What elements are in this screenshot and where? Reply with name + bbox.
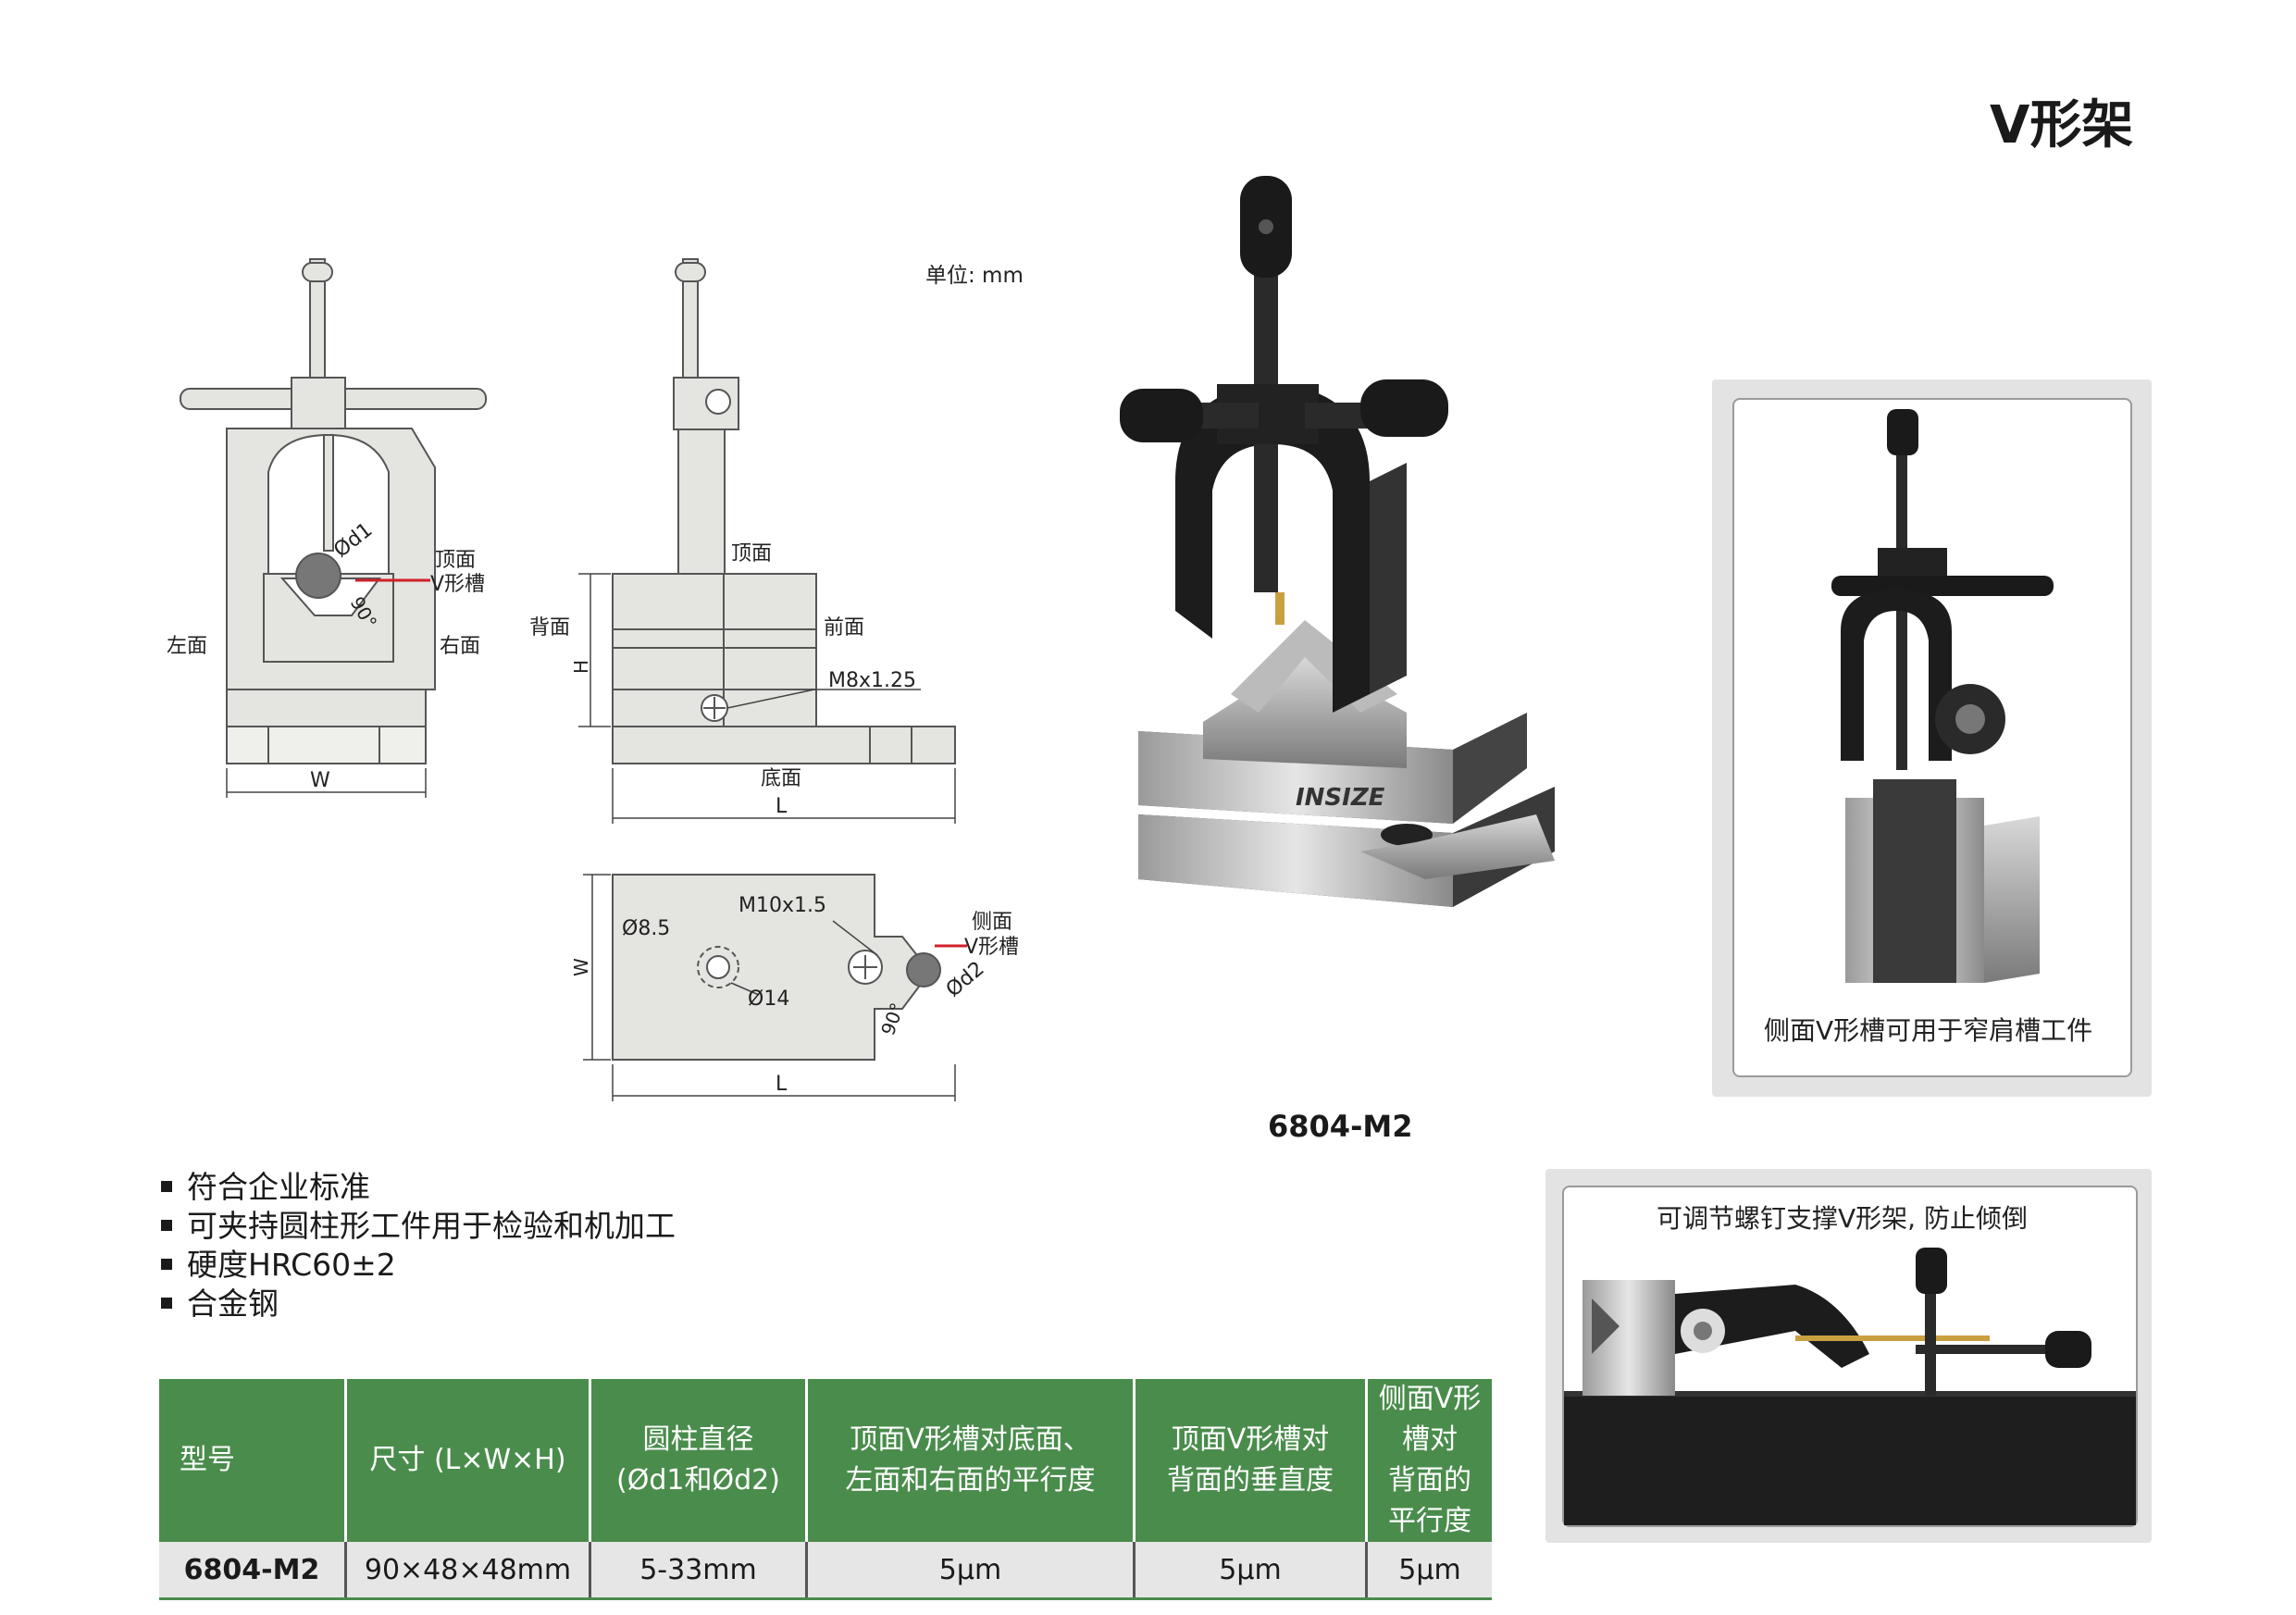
back-face-label: 背面 [529, 616, 570, 640]
header-model: 型号 [159, 1379, 346, 1542]
insize-logo: INSIZE [1296, 784, 1385, 812]
hole-dia-label: Ø8.5 [622, 917, 670, 940]
right-face-label: 右面 [440, 635, 480, 658]
feature-item: 合金钢 [157, 1285, 676, 1323]
feature-item: 可夹持圆柱形工件用于检验和机加工 [157, 1207, 676, 1246]
side-groove-caption: 侧面V形槽可用于窄肩槽工件 [1764, 1015, 2093, 1046]
cell-diameter: 5-33mm [589, 1542, 807, 1600]
header-top-groove-parallelism: 顶面V形槽对底面、左面和右面的平行度 [805, 1379, 1135, 1542]
cell-side-parallelism: 5μm [1365, 1542, 1492, 1600]
support-screw-caption: 可调节螺钉支撑V形架, 防止倾倒 [1657, 1203, 2028, 1234]
bottom-l-label: L [776, 1073, 788, 1096]
feature-item: 符合企业标准 [157, 1168, 676, 1207]
spec-table: 型号 尺寸 (L×W×H) 圆柱直径(Ød1和Ød2) 顶面V形槽对底面、左面和… [159, 1379, 1492, 1600]
front-v-groove-label: V形槽 [430, 573, 485, 596]
header-perpendicularity: 顶面V形槽对背面的垂直度 [1133, 1379, 1367, 1542]
side-groove-photo [1831, 409, 2054, 983]
front-view-drawing [180, 258, 487, 764]
h-label: H [570, 660, 592, 674]
front-top-face-label: 顶面 [435, 549, 476, 572]
header-side-groove-parallelism: 侧面V形槽对背面的平行度 [1365, 1379, 1492, 1542]
left-face-label: 左面 [167, 635, 207, 658]
side-view-drawing [612, 258, 956, 764]
bottom-face-label: 底面 [761, 767, 801, 790]
m10-thread-label: M10x1.5 [738, 894, 826, 917]
unit-label: 单位: mm [925, 264, 1024, 288]
product-model-caption: 6804-M2 [1268, 1109, 1413, 1144]
technical-drawings: Ød1 顶面 V形槽 90° 左面 右面 W 顶面 背面 前面 H M8x1.2… [167, 258, 1018, 1101]
side-l-label: L [776, 795, 788, 818]
d2-label: Ød2 [942, 957, 989, 1001]
page-title: V形架 [1990, 95, 2134, 155]
header-size: 尺寸 (L×W×H) [344, 1379, 590, 1542]
cell-parallelism: 5μm [805, 1542, 1135, 1600]
spec-table-header-row: 型号 尺寸 (L×W×H) 圆柱直径(Ød1和Ød2) 顶面V形槽对底面、左面和… [159, 1379, 1492, 1542]
bottom-view-drawing [612, 874, 941, 1061]
bottom-v-groove-label: V形槽 [964, 936, 1018, 959]
feature-item: 硬度HRC60±2 [157, 1246, 676, 1285]
side-face-label: 侧面 [972, 911, 1012, 934]
table-row: 6804-M2 90×48×48mm 5-33mm 5μm 5μm 5μm [159, 1542, 1492, 1600]
cbore-dia-label: Ø14 [748, 988, 789, 1011]
support-screw-photo [1564, 1248, 2136, 1525]
feature-list: 符合企业标准 可夹持圆柱形工件用于检验和机加工 硬度HRC60±2 合金钢 [157, 1168, 676, 1323]
cell-perpendicularity: 5μm [1133, 1542, 1367, 1600]
product-photo: INSIZE [1120, 176, 1555, 907]
cell-size: 90×48×48mm [344, 1542, 590, 1600]
m8-thread-label: M8x1.25 [828, 669, 916, 692]
support-screw-photo-panel: 可调节螺钉支撑V形架, 防止倾倒 [1545, 1169, 2152, 1543]
side-top-face-label: 顶面 [731, 542, 772, 565]
front-face-label: 前面 [824, 616, 864, 640]
side-groove-photo-panel: 侧面V形槽可用于窄肩槽工件 [1712, 379, 2152, 1097]
bottom-w-label: W [570, 958, 592, 976]
cell-model: 6804-M2 [159, 1542, 346, 1600]
header-diameter: 圆柱直径(Ød1和Ød2) [589, 1379, 807, 1542]
front-w-label: W [310, 769, 330, 792]
